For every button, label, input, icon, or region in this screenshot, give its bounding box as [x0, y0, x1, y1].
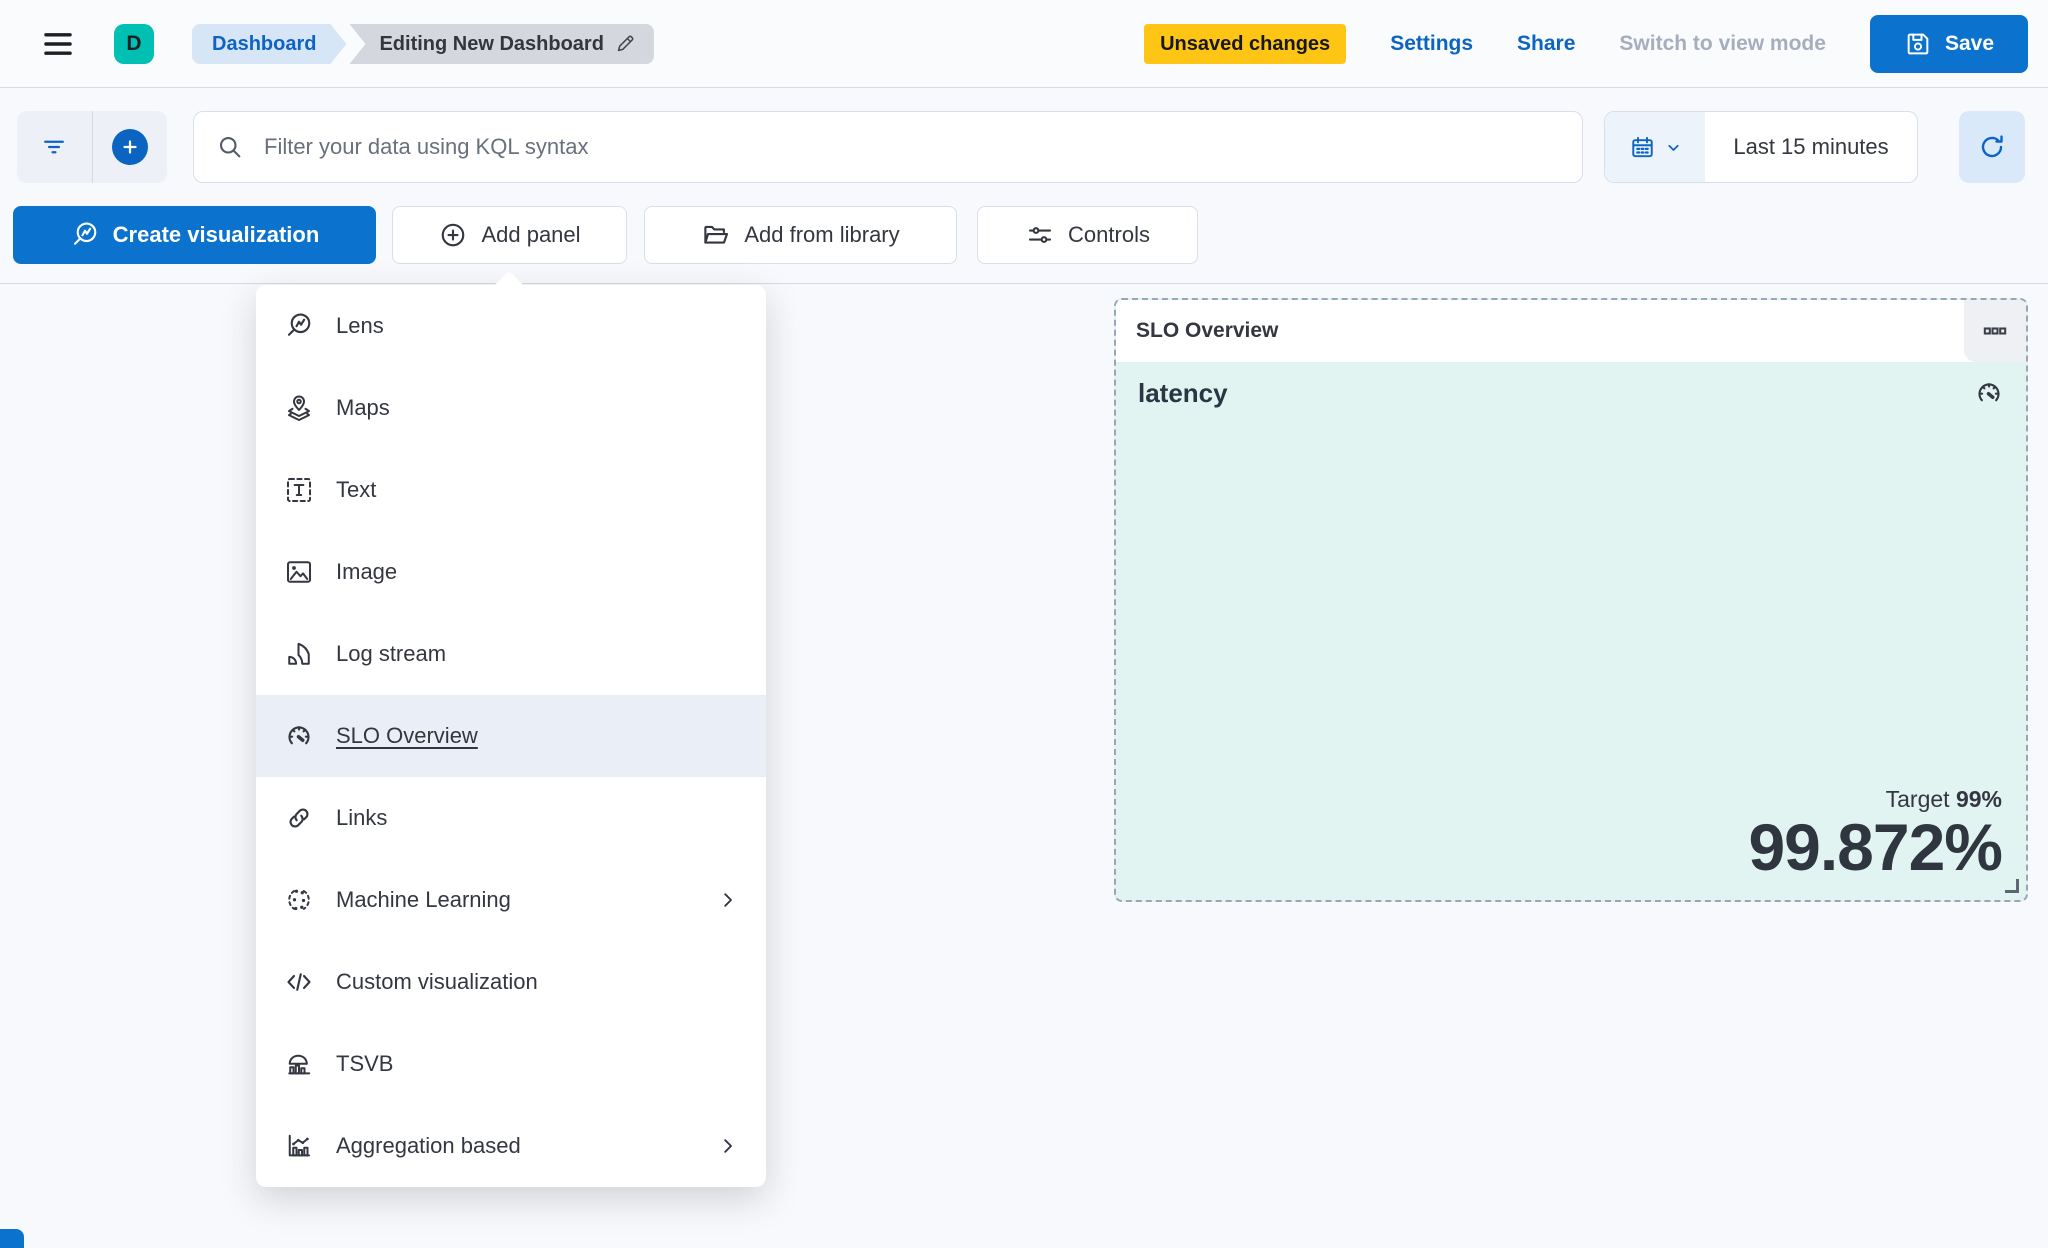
space-avatar[interactable]: D — [114, 24, 154, 64]
aggregation-icon — [284, 1131, 314, 1161]
cropped-panel-fragment — [0, 1229, 24, 1248]
slo-sli-value: 99.872% — [1748, 810, 2003, 885]
maps-icon — [284, 393, 314, 423]
menu-item-aggregation-based[interactable]: Aggregation based — [256, 1105, 766, 1187]
slo-target-label: Target — [1885, 786, 1950, 813]
filter-icon — [40, 133, 68, 161]
sliders-icon — [1025, 220, 1055, 250]
canvas-divider — [0, 283, 2048, 284]
lens-icon — [284, 311, 314, 341]
panel-resize-handle[interactable] — [2005, 879, 2019, 893]
calendar-dropdown-button[interactable] — [1605, 112, 1705, 182]
add-filter-button[interactable] — [91, 111, 168, 183]
link-icon — [284, 803, 314, 833]
panel-options-button[interactable] — [1964, 300, 2026, 362]
menu-item-lens[interactable]: Lens — [256, 285, 766, 367]
settings-link[interactable]: Settings — [1390, 32, 1474, 55]
panel-title: SLO Overview — [1136, 319, 1279, 342]
refresh-icon — [1977, 132, 2007, 162]
chevron-right-icon — [716, 888, 740, 912]
menu-item-slo-overview[interactable]: SLO Overview — [256, 695, 766, 777]
chevron-right-icon — [716, 1134, 740, 1158]
slo-values: Target 99% 99.872% — [1748, 786, 2003, 885]
controls-button[interactable]: Controls — [977, 206, 1198, 264]
menu-hamburger-icon[interactable] — [38, 27, 78, 61]
panel-header[interactable]: SLO Overview — [1116, 300, 2026, 362]
kql-search-bar — [193, 111, 1583, 183]
avatar-letter: D — [126, 32, 142, 55]
folder-icon — [701, 220, 731, 250]
header-actions: Unsaved changes Settings Share Switch to… — [1144, 0, 2028, 88]
time-range-picker: Last 15 minutes — [1604, 111, 1918, 183]
menu-item-tsvb[interactable]: TSVB — [256, 1023, 766, 1105]
breadcrumb: Dashboard Editing New Dashboard — [192, 24, 654, 64]
menu-item-machine-learning[interactable]: Machine Learning — [256, 859, 766, 941]
add-filter-plus-icon — [111, 129, 148, 165]
text-icon — [284, 475, 314, 505]
machine-learning-icon — [284, 885, 314, 915]
unsaved-changes-badge: Unsaved changes — [1144, 24, 1347, 64]
add-panel-menu: Lens Maps Text Image Log stream — [256, 270, 766, 1187]
add-panel-button[interactable]: Add panel — [392, 206, 627, 264]
menu-item-maps[interactable]: Maps — [256, 367, 766, 449]
search-icon — [216, 133, 244, 161]
create-visualization-button[interactable]: Create visualization — [13, 206, 376, 264]
add-from-library-button[interactable]: Add from library — [644, 206, 957, 264]
menu-item-image[interactable]: Image — [256, 531, 766, 613]
slo-metric-card[interactable]: latency Target 99% 99.872% — [1116, 362, 2026, 900]
menu-item-custom-visualization[interactable]: Custom visualization — [256, 941, 766, 1023]
kql-query-input[interactable] — [264, 134, 1560, 160]
log-stream-icon — [284, 639, 314, 669]
filter-controls-group — [17, 111, 167, 183]
refresh-button[interactable] — [1959, 111, 2025, 183]
save-button-label: Save — [1944, 32, 1994, 55]
gauge-icon — [284, 721, 314, 751]
save-button[interactable]: Save — [1869, 15, 2028, 73]
chevron-down-icon — [1665, 139, 1682, 156]
breadcrumb-dashboard[interactable]: Dashboard — [192, 24, 346, 64]
top-nav-bar: D Dashboard Editing New Dashboard Unsave… — [0, 0, 2048, 88]
menu-item-links[interactable]: Links — [256, 777, 766, 859]
boxes-horizontal-icon — [1982, 318, 2008, 344]
edit-pencil-icon — [614, 33, 636, 55]
switch-to-view-mode-link[interactable]: Switch to view mode — [1619, 32, 1826, 55]
lens-icon — [70, 220, 100, 250]
slo-metric-name: latency — [1138, 378, 1228, 408]
plus-circle-icon — [438, 220, 468, 250]
share-link[interactable]: Share — [1517, 32, 1576, 55]
tsvb-icon — [284, 1049, 314, 1079]
slo-target-value: 99% — [1955, 786, 2002, 813]
filter-button[interactable] — [17, 111, 92, 183]
code-icon — [284, 967, 314, 997]
breadcrumb-current-title[interactable]: Editing New Dashboard — [349, 24, 654, 64]
gauge-icon — [1974, 378, 2004, 408]
time-range-value[interactable]: Last 15 minutes — [1733, 134, 1889, 159]
dashboard-panel-slo-overview: SLO Overview latency Target 99% 99.872% — [1114, 298, 2028, 902]
menu-item-log-stream[interactable]: Log stream — [256, 613, 766, 695]
save-floppy-icon — [1904, 30, 1932, 58]
image-icon — [284, 557, 314, 587]
menu-item-text[interactable]: Text — [256, 449, 766, 531]
calendar-icon — [1629, 134, 1656, 161]
